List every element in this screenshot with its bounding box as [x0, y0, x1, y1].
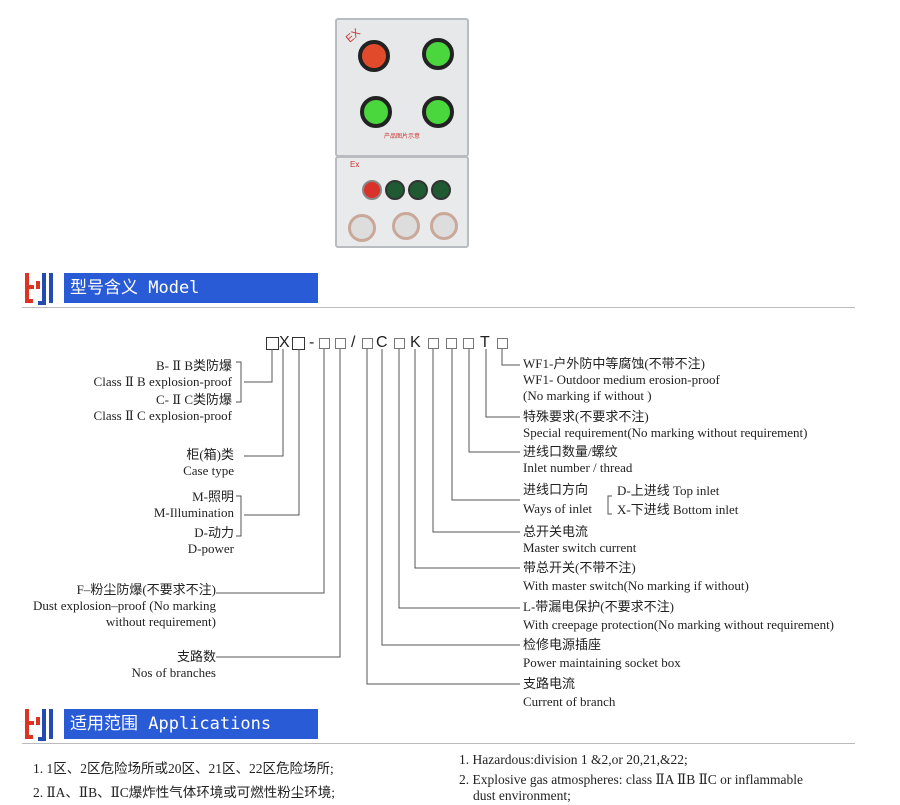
label-en: Class Ⅱ B explosion-proof: [93, 374, 232, 389]
label-opt: X-下进线 Bottom inlet: [617, 502, 739, 517]
divider: [22, 307, 855, 308]
label-en: (No marking if without ): [523, 388, 652, 403]
rotary-switch: [348, 214, 376, 242]
label-en: Inlet number / thread: [523, 460, 633, 475]
label-opt: D-上进线 Top inlet: [617, 483, 720, 498]
label-cn: B- Ⅱ B类防爆: [155, 358, 232, 373]
label-en: With creepage protection(No marking with…: [523, 617, 835, 632]
code-box: [362, 338, 373, 349]
label-cn: 带总开关(不带不注): [523, 560, 636, 575]
red-lamp: [362, 180, 382, 200]
code-char-t: T: [480, 334, 490, 351]
applications-en: 1. Hazardous:division 1 &2,or 20,21,&22;…: [459, 752, 803, 804]
code-box: [446, 338, 457, 349]
label-en: Nos of branches: [131, 665, 216, 680]
label-cn: 柜(箱)类: [186, 447, 234, 462]
label-cn: 支路电流: [523, 676, 576, 691]
section-title-applications: 适用范围 Applications: [64, 709, 318, 739]
label-en: Case type: [183, 463, 234, 478]
label-cn: 总开关电流: [523, 524, 589, 539]
label-master-switch: 带总开关(不带不注) With master switch(No marking…: [523, 560, 749, 594]
green-lamp: [408, 180, 428, 200]
code-box: [428, 338, 439, 349]
label-en: Class Ⅱ C explosion-proof: [93, 408, 232, 423]
application-item: dust environment;: [473, 788, 571, 803]
label-en: Dust explosion–proof (No marking: [32, 598, 216, 613]
green-lamp: [385, 180, 405, 200]
code-char-x: X: [279, 334, 290, 351]
label-cn: 检修电源插座: [523, 637, 602, 652]
product-caption: 产品图片示意: [384, 134, 421, 140]
label-cn: L-带漏电保护(不要求不注): [523, 599, 674, 614]
label-en: Current of branch: [523, 694, 616, 709]
label-cn: 特殊要求(不要求不注): [523, 409, 649, 424]
product-image: EX 产品图片示意 Ex: [330, 8, 470, 248]
label-cn: 进线口方向: [523, 482, 589, 497]
code-box: [319, 338, 330, 349]
code-box: [394, 338, 405, 349]
label-en: With master switch(No marking if without…: [523, 578, 749, 593]
label-wf1: WF1-户外防中等腐蚀(不带不注) WF1- Outdoor medium er…: [523, 356, 720, 404]
label-class-iib: B- Ⅱ B类防爆 Class Ⅱ B explosion-proof C- Ⅱ…: [94, 358, 232, 424]
label-en: without requirement): [105, 614, 216, 629]
application-item: 2. Explosive gas atmospheres: class ⅡA Ⅱ…: [459, 772, 803, 787]
code-char-c: C: [376, 334, 388, 351]
label-cn: 进线口数量/螺纹: [523, 444, 618, 459]
code-box: [497, 338, 508, 349]
label-en: Ways of inlet: [523, 501, 592, 516]
ex-mark-small: Ex: [350, 160, 360, 169]
label-master-current: 总开关电流 Master switch current: [523, 524, 636, 556]
green-switch: [422, 96, 454, 128]
code-char-k: K: [410, 334, 421, 351]
label-en: Master switch current: [523, 540, 637, 555]
code-char-slash: /: [351, 334, 356, 351]
code-box: [463, 338, 474, 349]
label-en: WF1- Outdoor medium erosion-proof: [523, 372, 720, 387]
rotary-switch: [430, 212, 458, 240]
label-branch-current: 支路电流 Current of branch: [523, 676, 615, 710]
brand-logo-icon: [25, 709, 53, 741]
label-inlet-way: 进线口方向 Ways of inlet: [523, 482, 592, 517]
label-branches: 支路数 Nos of branches: [132, 649, 216, 681]
label-usage: M-照明 M-Illumination D-动力 D-power: [154, 489, 234, 557]
applications-cn: 1. 1区、2区危险场所或20区、21区、22区危险场所; 2. ⅡA、ⅡB、Ⅱ…: [33, 757, 335, 805]
green-switch: [422, 38, 454, 70]
brand-logo-icon: [25, 273, 53, 305]
divider: [22, 743, 855, 744]
label-cn: D-动力: [194, 525, 234, 540]
label-en: M-Illumination: [153, 505, 234, 520]
label-socket: 检修电源插座 Power maintaining socket box: [523, 637, 681, 671]
application-item: 1. 1区、2区危险场所或20区、21区、22区危险场所;: [33, 761, 334, 776]
label-inlet-options: D-上进线 Top inlet X-下进线 Bottom inlet: [617, 483, 738, 518]
label-cn: F–粉尘防爆(不要求不注): [76, 582, 216, 597]
code-box: [335, 338, 346, 349]
label-creepage: L-带漏电保护(不要求不注) With creepage protection(…: [523, 599, 834, 633]
label-en: Power maintaining socket box: [523, 655, 681, 670]
label-cn: WF1-户外防中等腐蚀(不带不注): [523, 356, 705, 371]
label-inlet-number: 进线口数量/螺纹 Inlet number / thread: [523, 444, 632, 476]
red-switch: [358, 40, 390, 72]
label-cn: M-照明: [192, 489, 234, 504]
label-dust: F–粉尘防爆(不要求不注) Dust explosion–proof (No m…: [33, 582, 216, 630]
green-switch: [360, 96, 392, 128]
label-en: Special requirement(No marking without r…: [523, 425, 808, 440]
application-item: 2. ⅡA、ⅡB、ⅡC爆炸性气体环境或可燃性粉尘环境;: [33, 785, 336, 800]
label-cn: C- Ⅱ C类防爆: [155, 392, 232, 407]
rotary-switch: [392, 212, 420, 240]
green-lamp: [431, 180, 451, 200]
label-special: 特殊要求(不要求不注) Special requirement(No marki…: [523, 409, 807, 441]
label-case-type: 柜(箱)类 Case type: [183, 447, 234, 479]
section-title-model: 型号含义 Model Implication: [64, 273, 318, 328]
label-cn: 支路数: [176, 649, 216, 664]
label-en: D-power: [187, 541, 234, 556]
application-item: 1. Hazardous:division 1 &2,or 20,21,&22;: [459, 752, 688, 767]
code-char-dash: -: [309, 334, 315, 351]
